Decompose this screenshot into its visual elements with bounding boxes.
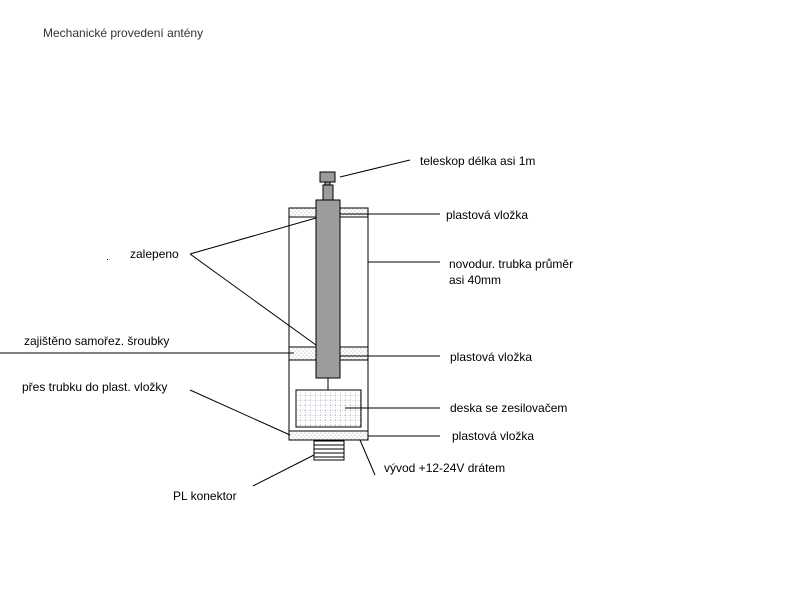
label-secured-line2: přes trubku do plast. vložky	[22, 380, 167, 394]
label-tube-line1: novodur. trubka průměr	[449, 257, 573, 271]
telescope-rod	[315, 199, 341, 379]
stray-dot	[107, 259, 108, 260]
label-pl-connector: PL konektor	[173, 489, 237, 503]
label-insert-middle: plastová vložka	[450, 350, 532, 364]
label-tube-line2: asi 40mm	[449, 273, 501, 287]
telescope-leader	[339, 159, 411, 178]
glued-leader-bottom	[189, 253, 317, 346]
pl-connector-leader	[252, 454, 315, 487]
pl-connector	[313, 439, 345, 461]
label-insert-top: plastová vložka	[446, 208, 528, 222]
diagram-title: Mechanické provedení antény	[43, 26, 203, 40]
power-lead-wire	[359, 439, 376, 476]
label-amp-board: deska se zesilovačem	[450, 401, 567, 415]
plastic-insert-bottom	[288, 430, 369, 441]
telescope-tip-stem	[324, 181, 331, 186]
label-secured-line1: zajištěno samořez. šroubky	[24, 334, 169, 348]
label-power-lead: vývod +12-24V drátem	[384, 461, 505, 475]
secured-leader-bottom	[189, 389, 291, 436]
label-telescope: teleskop délka asi 1m	[420, 154, 535, 168]
telescope-tip	[319, 171, 336, 183]
label-glued: zalepeno	[130, 247, 179, 261]
glued-leader-top	[189, 217, 317, 255]
telescope-neck	[322, 184, 334, 201]
label-insert-bottom: plastová vložka	[452, 429, 534, 443]
